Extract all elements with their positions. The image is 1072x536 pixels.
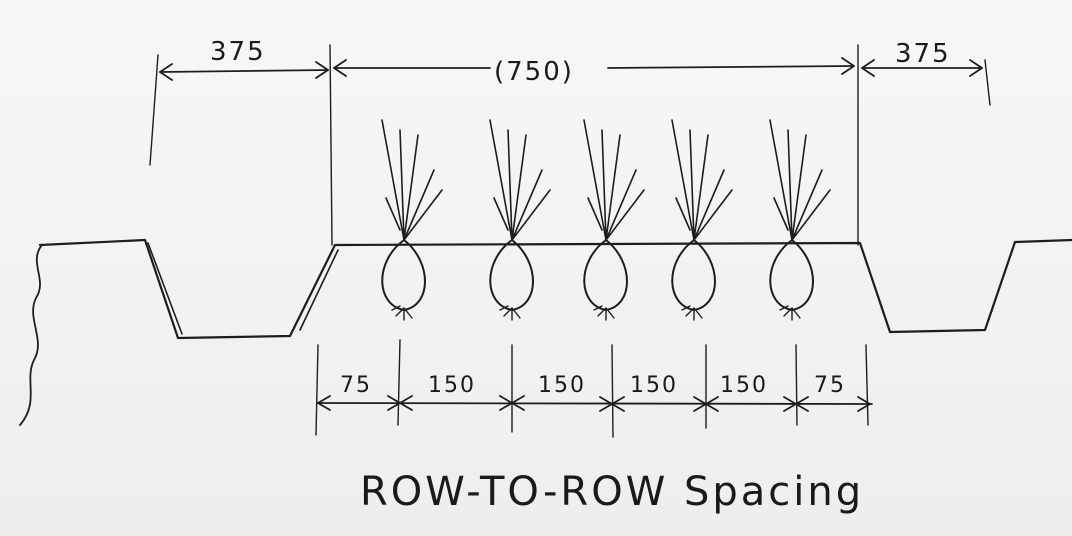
onion-bulb xyxy=(671,239,716,311)
ground-profile xyxy=(38,238,1072,340)
plant-row-group xyxy=(381,119,831,321)
row-spacing-label-5: 150 xyxy=(720,373,768,398)
bed-left-slope-double xyxy=(147,242,339,335)
onion-leaves xyxy=(769,119,831,241)
extension-lines xyxy=(149,44,991,438)
row-spacing-label-4: 150 xyxy=(630,373,678,398)
right-half-width-label: 375 xyxy=(895,39,951,69)
row-spacing-label-3: 150 xyxy=(538,373,586,398)
top-dimension-lines xyxy=(159,57,983,81)
row-spacing-dimension-line xyxy=(317,395,873,412)
onion-plant xyxy=(769,119,831,321)
caption: ROW-TO-ROW Spacing xyxy=(360,469,864,515)
onion-bulb xyxy=(381,239,426,311)
row-spacing-label-1: 75 xyxy=(340,373,372,398)
row-spacing-label-6: 75 xyxy=(814,373,846,398)
onion-plant xyxy=(489,119,551,321)
onion-plant xyxy=(381,119,443,321)
onion-roots xyxy=(779,305,801,321)
onion-roots xyxy=(391,305,413,321)
onion-leaves xyxy=(671,119,733,241)
bed-width-label: (750) xyxy=(494,57,574,87)
onion-bulb xyxy=(489,239,534,311)
onion-plant xyxy=(671,119,733,321)
left-half-width-label: 375 xyxy=(210,37,266,67)
onion-bulb xyxy=(583,239,628,311)
onion-roots xyxy=(681,305,703,321)
onion-bulb xyxy=(769,239,814,311)
onion-plant xyxy=(583,119,645,321)
onion-leaves xyxy=(583,119,645,241)
row-spacing-label-2: 150 xyxy=(428,373,476,398)
break-line xyxy=(19,244,43,426)
onion-leaves xyxy=(381,119,443,241)
onion-roots xyxy=(593,305,615,321)
onion-leaves xyxy=(489,119,551,241)
onion-roots xyxy=(499,305,521,321)
